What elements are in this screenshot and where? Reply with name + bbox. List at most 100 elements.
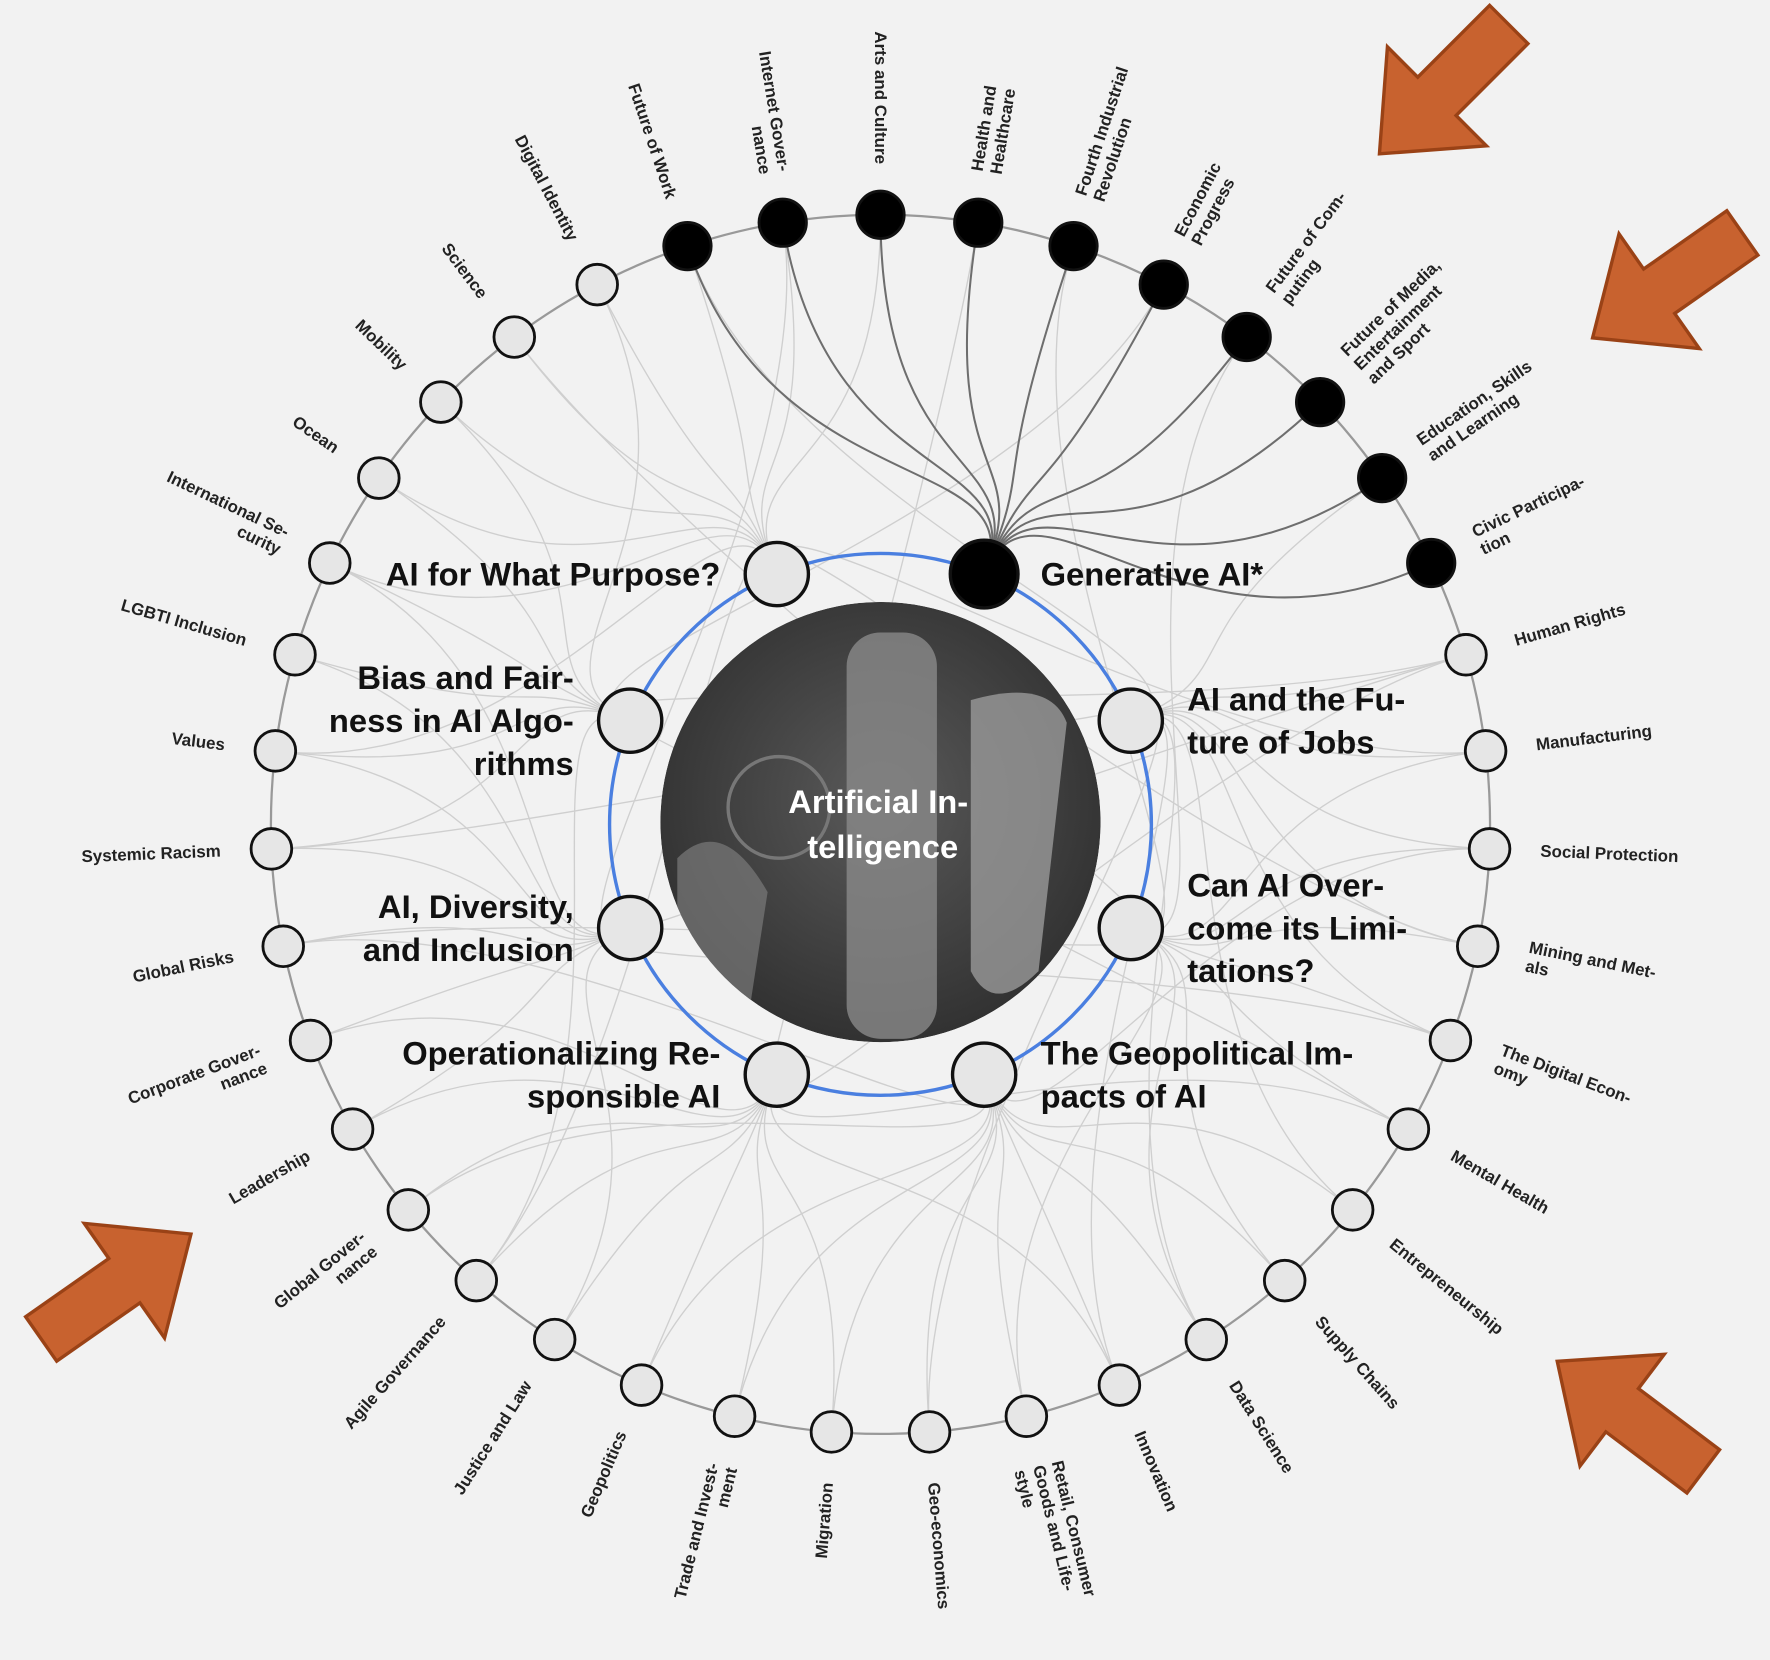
link [640, 1074, 778, 1386]
center-image[interactable] [660, 601, 1101, 1043]
topic-node[interactable] [757, 197, 808, 248]
topic-node[interactable] [1386, 1107, 1431, 1151]
topic-node[interactable] [743, 540, 811, 608]
link [686, 245, 778, 575]
topic-node[interactable] [953, 197, 1004, 248]
link [983, 1074, 1121, 1386]
topic-node[interactable] [1444, 633, 1488, 677]
inner-topic-ai-diversity-and-inclusion[interactable]: AI, Diversity,and Inclusion [363, 888, 664, 968]
link [275, 706, 631, 758]
link [1130, 927, 1207, 1340]
link [271, 847, 631, 941]
topic-node[interactable] [596, 687, 664, 754]
topic-node[interactable] [1097, 1363, 1142, 1407]
link [475, 1074, 778, 1282]
topic-node[interactable] [454, 1258, 498, 1303]
topic-node[interactable] [1184, 1317, 1229, 1362]
outer-topic-systemic-racism[interactable]: Systemic Racism [81, 827, 294, 871]
link [329, 562, 631, 935]
link [763, 1074, 835, 1433]
link [294, 654, 631, 936]
topic-node[interactable] [253, 729, 298, 773]
topic-node[interactable] [662, 221, 713, 272]
topic-node[interactable] [1456, 924, 1500, 969]
link [310, 927, 631, 1042]
topic-node[interactable] [1221, 311, 1272, 363]
topic-node[interactable] [492, 315, 537, 359]
topic-node[interactable] [948, 538, 1020, 610]
topic-node[interactable] [249, 827, 294, 871]
link [1016, 927, 1163, 1417]
highlighted-link [983, 245, 1075, 575]
topic-node[interactable] [261, 924, 305, 969]
link [983, 1074, 1028, 1417]
topic-node[interactable] [308, 541, 352, 585]
topic-label: AI, Diversity,and Inclusion [363, 888, 574, 968]
topic-node[interactable] [855, 189, 906, 240]
topic-node[interactable] [1294, 376, 1346, 428]
link [765, 214, 882, 575]
inner-topic-nodes: Generative AI* AI and the Fu-ture of Jobs… [329, 538, 1407, 1114]
topic-node[interactable] [1004, 1394, 1049, 1438]
topic-node[interactable] [273, 633, 317, 677]
inner-topic-the-geopolitical-im-pacts-of-ai[interactable]: The Geopolitical Im-pacts of AI [950, 1034, 1354, 1114]
link [475, 715, 631, 1282]
highlighted-link [983, 477, 1383, 575]
outer-topic-values[interactable]: Values [171, 729, 298, 773]
link [440, 401, 778, 575]
link [983, 1074, 1286, 1282]
inner-topic-bias-and-fair-ness-in-ai-algo-rithms[interactable]: Bias and Fair-ness in AI Algo-rithms [329, 659, 664, 782]
inner-topic-ai-for-what-purpose[interactable]: AI for What Purpose? [386, 540, 811, 608]
highlighted-link [983, 284, 1165, 575]
topic-node[interactable] [1357, 452, 1408, 504]
topic-node[interactable] [532, 1317, 577, 1362]
topic-node[interactable] [809, 1410, 854, 1454]
link [733, 1074, 778, 1417]
inner-topic-ai-and-the-fu-ture-of-jobs[interactable]: AI and the Fu-ture of Jobs [1097, 681, 1405, 761]
link [329, 562, 631, 722]
link [554, 927, 631, 1340]
topic-node[interactable] [743, 1041, 811, 1108]
topic-node[interactable] [386, 1188, 431, 1232]
topic-node[interactable] [1097, 894, 1165, 962]
topic-node[interactable] [419, 380, 463, 424]
link [830, 1074, 995, 1433]
topic-node[interactable] [596, 894, 664, 962]
topic-node[interactable] [1428, 1018, 1473, 1063]
topic-label: The Geopolitical Im-pacts of AI [1041, 1034, 1354, 1114]
topic-node[interactable] [1406, 537, 1457, 589]
link [589, 284, 640, 722]
topic-node[interactable] [619, 1363, 664, 1407]
link [352, 1074, 778, 1130]
topic-label: AI for What Purpose? [386, 555, 720, 592]
topic-node[interactable] [712, 1394, 757, 1438]
topic-node[interactable] [288, 1018, 333, 1063]
topic-node[interactable] [330, 1107, 375, 1151]
topic-node[interactable] [1463, 729, 1508, 773]
highlighted-link [965, 222, 1001, 575]
link [407, 1074, 990, 1211]
inner-topic-can-ai-over-come-its-limi-tations[interactable]: Can AI Over-come its Limi-tations? [1097, 866, 1407, 989]
topic-node[interactable] [1097, 687, 1165, 754]
link [733, 1074, 992, 1417]
link [294, 654, 631, 722]
link [1130, 654, 1467, 722]
inner-topic-generative-ai[interactable]: Generative AI* [948, 538, 1263, 610]
link [1130, 336, 1248, 933]
link [283, 926, 631, 947]
topic-node[interactable] [1467, 827, 1512, 871]
topic-node[interactable] [575, 262, 619, 307]
arrow-icon [23, 1221, 194, 1364]
link [596, 284, 778, 575]
topic-node[interactable] [907, 1410, 952, 1454]
topic-node[interactable] [1138, 259, 1189, 310]
topic-node[interactable] [1262, 1258, 1307, 1303]
topic-node[interactable] [950, 1041, 1018, 1108]
outer-topic-arts-and-culture[interactable]: Arts and Culture [855, 31, 906, 240]
highlighted-link [686, 245, 992, 575]
inner-topic-operationalizing-re-sponsible-ai[interactable]: Operationalizing Re-sponsible AI [402, 1034, 811, 1114]
topic-node[interactable] [357, 456, 401, 500]
topic-node[interactable] [1048, 221, 1099, 272]
topic-node[interactable] [1330, 1188, 1375, 1232]
